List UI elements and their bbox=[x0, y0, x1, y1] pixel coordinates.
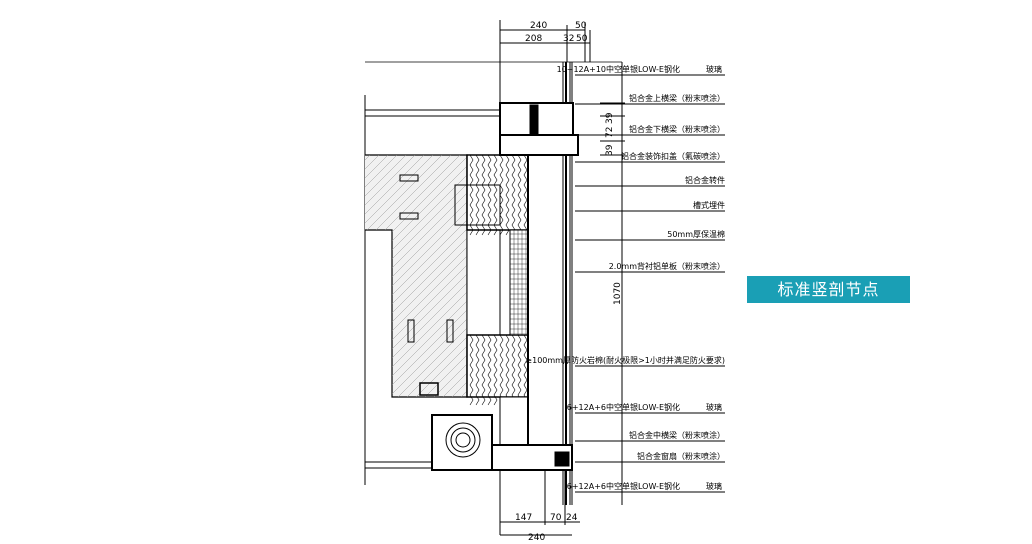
callout-label: 2.0mm背衬铝单板（粉末喷涂） bbox=[609, 261, 725, 271]
callout-label: 6+12A+6中空单银LOW-E钢化 bbox=[567, 481, 680, 491]
dim-v3: 39 bbox=[605, 144, 615, 156]
hatch-line bbox=[391, 229, 395, 233]
hatch-line bbox=[460, 390, 468, 398]
dim-v2: 72 bbox=[605, 127, 615, 138]
callout-label: 铝合金下横梁（粉末喷涂） bbox=[629, 124, 725, 134]
rock-wool-texture bbox=[523, 154, 528, 236]
hatch-line bbox=[364, 154, 407, 197]
hatch-line bbox=[391, 229, 440, 278]
rock-wool-texture bbox=[475, 154, 480, 236]
hatch-line bbox=[424, 354, 468, 398]
rock-wool-texture bbox=[499, 334, 504, 406]
dim-top-right: 50 bbox=[575, 21, 587, 31]
hatch-line bbox=[411, 174, 468, 231]
hatch-line bbox=[391, 309, 468, 386]
insulation-cotton bbox=[509, 229, 529, 336]
hatch-line bbox=[364, 154, 371, 161]
callout-label: ≥100mm厚防火岩棉(耐火极限>1小时并满足防火要求) bbox=[525, 355, 725, 365]
hatch-line bbox=[366, 154, 443, 231]
hatch-line bbox=[415, 345, 468, 398]
hatch-line bbox=[384, 154, 461, 231]
hatch-line bbox=[391, 273, 468, 350]
rock-wool-texture bbox=[511, 334, 516, 406]
hatch-line bbox=[391, 229, 449, 287]
rock-wool-texture bbox=[493, 154, 498, 236]
dim-top-c: 50 bbox=[576, 34, 588, 44]
rock-wool-texture bbox=[475, 334, 480, 406]
hatch-line bbox=[391, 229, 458, 296]
rock-wool-texture bbox=[487, 154, 492, 236]
dim-bottom-b: 70 bbox=[550, 513, 562, 523]
hatch-line bbox=[442, 372, 468, 398]
hatch-line bbox=[391, 264, 468, 341]
hatch-line bbox=[391, 229, 404, 242]
hatch-line bbox=[391, 229, 431, 269]
hatch-line bbox=[391, 291, 468, 368]
hatch-line bbox=[391, 229, 467, 305]
hatch-line bbox=[433, 363, 468, 398]
hatch-line bbox=[438, 201, 468, 231]
lower-insulation bbox=[499, 396, 529, 446]
dim-top-total: 240 bbox=[530, 21, 547, 31]
section-title-banner: 标准竖剖节点 bbox=[747, 276, 910, 303]
callout-label: 铝合金转件 bbox=[685, 175, 725, 185]
hatch-line bbox=[391, 255, 468, 332]
hatch-line bbox=[406, 336, 468, 398]
hatch-line bbox=[391, 300, 468, 377]
callout-label: 槽式埋件 bbox=[693, 200, 725, 210]
rock-wool-texture bbox=[469, 154, 474, 236]
hatch-line bbox=[391, 229, 422, 260]
callout-label-suffix: 玻璃 bbox=[706, 402, 722, 412]
hatch-line bbox=[391, 282, 468, 359]
rock-wool-texture bbox=[517, 334, 522, 406]
hatch-line bbox=[429, 192, 468, 231]
hatch-line bbox=[364, 154, 389, 179]
hatch-line bbox=[391, 318, 468, 395]
lower-transom bbox=[499, 134, 579, 156]
hatch-line bbox=[364, 154, 398, 188]
hatch-line bbox=[447, 210, 468, 231]
dim-top-b: 32 bbox=[563, 34, 574, 44]
embedded-channel-box bbox=[431, 414, 493, 471]
callout-label: 铝合金中横梁（粉末喷涂） bbox=[629, 430, 725, 440]
dim-bottom-a: 147 bbox=[515, 513, 532, 523]
callout-label: 铝合金装饰扣盖（氟碳喷涂） bbox=[621, 151, 725, 161]
rock-wool-texture bbox=[493, 334, 498, 406]
callout-label-suffix: 玻璃 bbox=[706, 64, 722, 74]
hatch-line bbox=[391, 246, 468, 323]
dim-bottom-c: 24 bbox=[566, 513, 578, 523]
rock-wool-texture bbox=[487, 334, 492, 406]
rock-wool-texture bbox=[481, 334, 486, 406]
hatch-line bbox=[375, 154, 452, 231]
hatch-line bbox=[364, 154, 425, 215]
callout-label: 6+12A+6中空单银LOW-E钢化 bbox=[567, 402, 680, 412]
rock-wool-texture bbox=[505, 334, 510, 406]
hatch-line bbox=[364, 154, 380, 170]
rock-wool-texture bbox=[511, 154, 516, 236]
dim-height: 1070 bbox=[613, 282, 623, 305]
hatch-line bbox=[364, 154, 434, 224]
callout-label-suffix: 玻璃 bbox=[706, 481, 722, 491]
hatch-line bbox=[391, 237, 468, 314]
callout-label: 50mm厚保温棉 bbox=[667, 229, 725, 239]
hatch-line bbox=[393, 156, 468, 231]
hatch-line bbox=[364, 154, 416, 206]
dim-v1: 39 bbox=[605, 112, 615, 124]
hatch-line bbox=[451, 381, 468, 398]
hatch-line bbox=[420, 183, 468, 231]
rock-wool-texture bbox=[517, 154, 522, 236]
callout-label: 铝合金窗扇（粉末喷涂） bbox=[637, 451, 725, 461]
rock-wool-texture bbox=[505, 154, 510, 236]
callout-label: 10+12A+10中空单银LOW-E钢化 bbox=[557, 64, 680, 74]
hatch-line bbox=[397, 327, 468, 398]
rock-wool-texture bbox=[481, 154, 486, 236]
dim-top-a: 208 bbox=[525, 34, 542, 44]
dim-bottom-total: 240 bbox=[528, 533, 545, 543]
callout-label: 铝合金上横梁（粉末喷涂） bbox=[629, 93, 725, 103]
rock-wool-texture bbox=[469, 334, 474, 406]
hatch-line bbox=[391, 229, 413, 251]
